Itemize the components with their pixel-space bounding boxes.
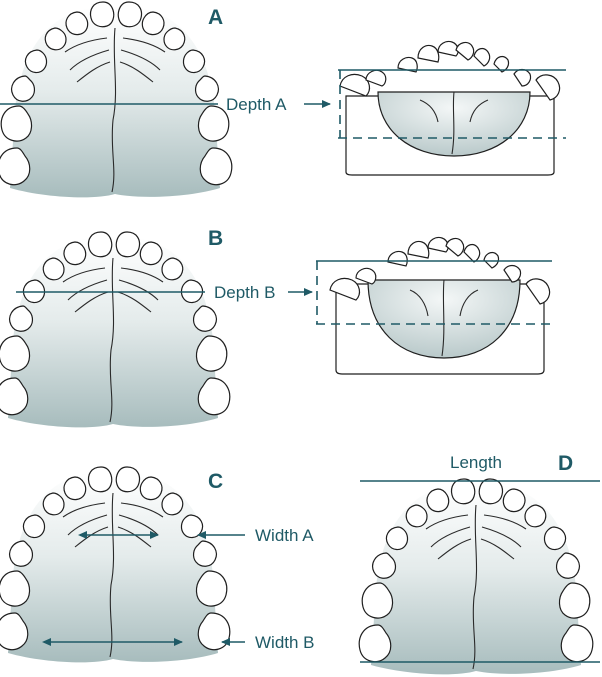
panel-label-d: D (558, 452, 573, 475)
lateral-model-b (329, 236, 551, 375)
depth-b-label: Depth B (214, 283, 275, 302)
length-label: Length (450, 453, 502, 472)
teeth-row (0, 1, 233, 186)
width-a-label: Width A (255, 526, 314, 545)
panel-label-b: B (208, 227, 223, 250)
width-b-label: Width B (255, 633, 315, 652)
teeth-row (0, 466, 231, 651)
panel-label-a: A (208, 6, 223, 29)
lateral-teeth-a (339, 40, 561, 101)
palatal-rugae (62, 257, 164, 423)
lateral-teeth-b (329, 236, 551, 305)
arch-occlusal-a (0, 1, 233, 198)
arch-occlusal-d (358, 478, 594, 675)
arch-occlusal-c (0, 466, 231, 663)
depth-a-label: Depth A (226, 95, 287, 114)
palatal-rugae (64, 27, 166, 193)
teeth-row (0, 231, 231, 416)
lateral-model-a (339, 40, 561, 176)
arch-occlusal-b (0, 231, 231, 428)
panel-label-c: C (208, 470, 223, 493)
teeth-row (358, 478, 594, 663)
palatal-rugae (425, 504, 527, 670)
